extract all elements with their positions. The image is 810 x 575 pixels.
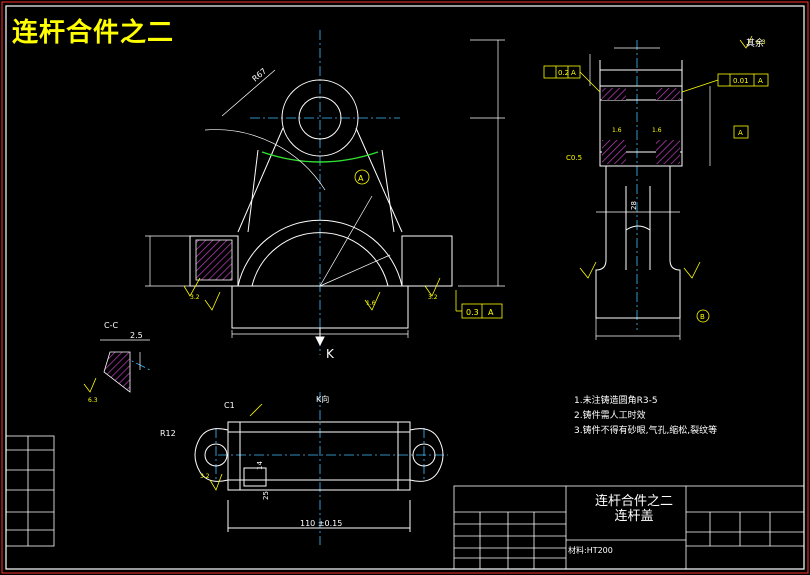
ra-16-side-a: 1.6 [612,127,622,134]
ra-63-cc: 6.3 [88,397,98,404]
green-arc [261,151,379,163]
r12-label: R12 [160,429,176,438]
title-block [453,485,805,570]
dim-14-k: 14 [256,461,264,470]
ra-63-top: 6.3 [756,39,766,46]
tol-03-front: 0.3 [466,308,479,317]
section-cc-label: C-C [104,321,118,330]
k-view [194,421,444,532]
datum-a-side-frame: A [571,69,576,77]
note-item: 3.铸件不得有砂眼,气孔,缩松,裂纹等 [574,426,718,436]
chamfer-c05-label: C0.5 [566,154,582,162]
datum-a-front: A [358,174,364,183]
dim-2-5-cc: 2.5 [130,331,143,340]
part-name-line1: 连杆合件之二 [594,494,673,509]
left-side-table [5,435,55,547]
datum-a-front-frame: A [488,308,494,317]
k-direction-label: K向 [316,394,329,404]
ra-32-b: 3.2 [428,294,438,301]
tol-02-side: 0.2 [558,69,569,77]
k-view-annotations [209,403,263,491]
r67-leader [204,69,391,287]
r67-label: R67 [251,67,269,84]
technical-notes: 1.未注铸造圆角R3-5 2.铸件需人工时效 3.铸件不得有砂眼,气孔,缩松,裂… [574,394,717,439]
ra-32-k: 3.2 [200,473,210,480]
ra-16-side-b: 1.6 [652,127,662,134]
side-hatch-lower-right [656,140,680,164]
datum-a-side-box: A [738,129,743,137]
dim-28-side: 28 [630,201,638,210]
side-hatch-upper-left [602,88,626,100]
tol-001-side: 0.01 [733,77,749,85]
title-block-material: 材料:HT200 [568,546,613,555]
part-name-line2: 连杆盖 [614,509,654,524]
side-annotations [543,35,769,323]
view-k-arrow [315,328,325,347]
center-lines [119,30,638,545]
view-k-mark: K [326,347,335,361]
ra-16-front: 1.6 [366,300,376,307]
front-left-hatch [195,239,233,281]
side-hatch-upper-right [656,88,680,100]
ra-32-a: 3.2 [190,294,200,301]
front-annotations [183,169,503,319]
side-hatch-lower-left [602,140,626,164]
datum-b-side: B [700,313,705,321]
page-title: 连杆合件之二 [12,18,175,48]
note-item: 2.铸件需人工时效 [574,411,646,421]
dim-25-k: 25 [262,491,270,500]
inner-border [5,5,805,570]
dim-110-label: 110 ±0.15 [300,519,342,528]
section-cc [83,339,150,393]
title-block-part-name: 连杆合件之二 连杆盖 [586,494,682,524]
datum-a-side-right: A [758,77,763,85]
chamfer-c1-label: C1 [224,401,235,410]
other-surfaces-mark: 其余 [746,39,765,49]
side-dims [589,47,711,340]
note-item: 1.未注铸造圆角R3-5 [574,396,658,406]
front-view [189,79,453,329]
